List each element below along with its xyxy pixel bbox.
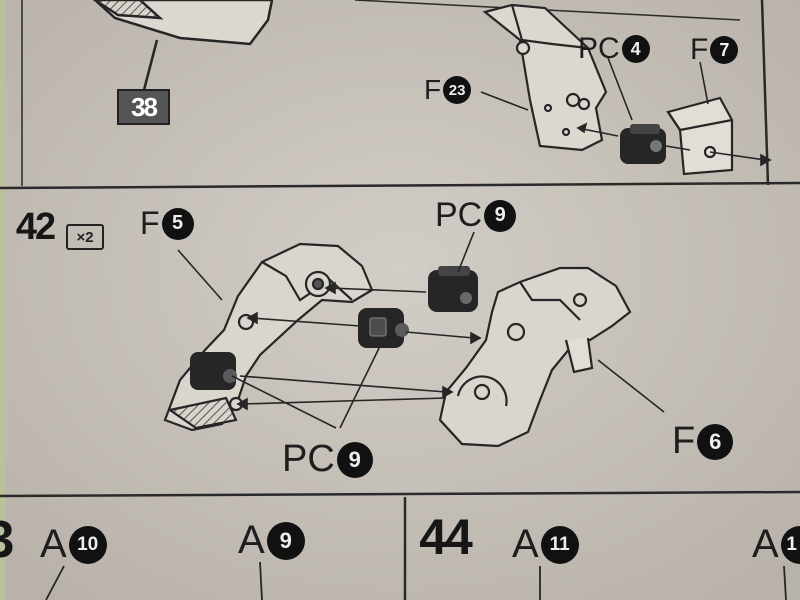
part-number-badge: 9 [266, 521, 305, 560]
part-number-badge: 11 [540, 525, 579, 564]
part-label-pc9-top: PC 9 [435, 196, 517, 235]
part-label-pc9-bottom: PC 9 [282, 438, 373, 481]
part-pc9-set [190, 266, 478, 390]
part-number-badge: 9 [336, 441, 373, 478]
part-number-badge: 4 [621, 35, 650, 63]
part-f23 [482, 3, 608, 152]
part-label-f23: F 23 [424, 74, 472, 106]
part-f7 [666, 96, 734, 176]
part-label-prefix: A [512, 522, 539, 566]
left-edge-strip [0, 0, 6, 600]
step-number-38: 38 [117, 89, 170, 125]
part-label-prefix: A [238, 518, 265, 562]
part-label-prefix: PC [282, 438, 335, 480]
part-label-prefix: PC [435, 196, 483, 234]
part-pc4 [620, 124, 666, 164]
part-label-prefix: A [40, 522, 67, 566]
part-label-prefix: A [752, 522, 779, 566]
part-f6 [438, 266, 632, 448]
part-label-prefix: PC [578, 32, 620, 65]
part-fragment-step38 [92, 0, 274, 91]
part-label-a11: A 11 [512, 522, 579, 567]
part-label-a10: A 10 [40, 522, 107, 567]
part-label-pc4: PC 4 [578, 32, 650, 66]
step-number-43: 3 [0, 507, 16, 573]
part-number-badge: 23 [443, 76, 472, 104]
assembly-arrows-step42 [177, 231, 665, 429]
part-label-prefix: F [690, 33, 709, 66]
quantity-badge: ×2 [66, 224, 104, 250]
assembly-arrows-step41 [480, 57, 772, 167]
leader-lines-bottom [45, 561, 787, 600]
part-label-f7: F 7 [690, 33, 739, 67]
part-label-prefix: F [424, 74, 442, 105]
part-label-a9: A 9 [238, 518, 305, 563]
step-number-42: 42 [15, 205, 56, 248]
part-number-badge: 9 [484, 199, 517, 232]
part-label-prefix: F [672, 420, 696, 462]
part-number-badge: 5 [161, 207, 194, 240]
step-number-44: 44 [419, 509, 473, 565]
part-number-badge: 1 [780, 525, 800, 564]
part-label-f5: F 5 [140, 205, 194, 242]
part-number-badge: 10 [68, 525, 107, 564]
part-label-prefix: F [140, 205, 160, 241]
part-number-badge: 6 [697, 423, 734, 460]
part-label-a1x: A 1 [752, 522, 800, 567]
part-label-f6: F 6 [672, 420, 734, 463]
part-number-badge: 7 [710, 36, 739, 64]
